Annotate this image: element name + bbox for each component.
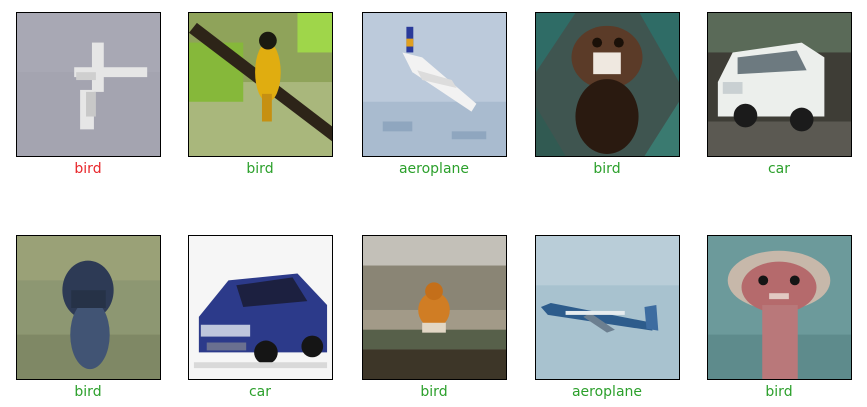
image-tile-7: [188, 235, 333, 380]
image-tile-10: [707, 235, 852, 380]
prediction-label-6: bird: [74, 384, 102, 400]
dark-bird-photo-icon: [17, 236, 160, 379]
prediction-label-10: bird: [765, 384, 793, 400]
image-tile-9: [535, 235, 680, 380]
airliner-photo-icon: [536, 236, 679, 379]
image-tile-1: [16, 12, 161, 157]
prediction-label-9: aeroplane: [571, 384, 643, 400]
prediction-label-8: bird: [420, 384, 448, 400]
prediction-label-2: bird: [246, 161, 274, 177]
airplane-photo-icon: [17, 13, 160, 156]
blue-car-photo-icon: [189, 236, 332, 379]
image-tile-4: [535, 12, 680, 157]
prediction-label-3: aeroplane: [398, 161, 470, 177]
image-tile-2: [188, 12, 333, 157]
airliner-photo-icon: [363, 13, 506, 156]
prediction-label-1: bird: [74, 161, 102, 177]
prediction-label-5: car: [767, 161, 791, 177]
small-bird-photo-icon: [363, 236, 506, 379]
image-tile-6: [16, 235, 161, 380]
yellow-bird-photo-icon: [189, 13, 332, 156]
image-tile-5: [707, 12, 852, 157]
bird-closeup-photo-icon: [536, 13, 679, 156]
ostrich-photo-icon: [708, 236, 851, 379]
image-tile-3: [362, 12, 507, 157]
white-car-photo-icon: [708, 13, 851, 156]
prediction-label-7: car: [248, 384, 272, 400]
prediction-label-4: bird: [593, 161, 621, 177]
image-tile-8: [362, 235, 507, 380]
